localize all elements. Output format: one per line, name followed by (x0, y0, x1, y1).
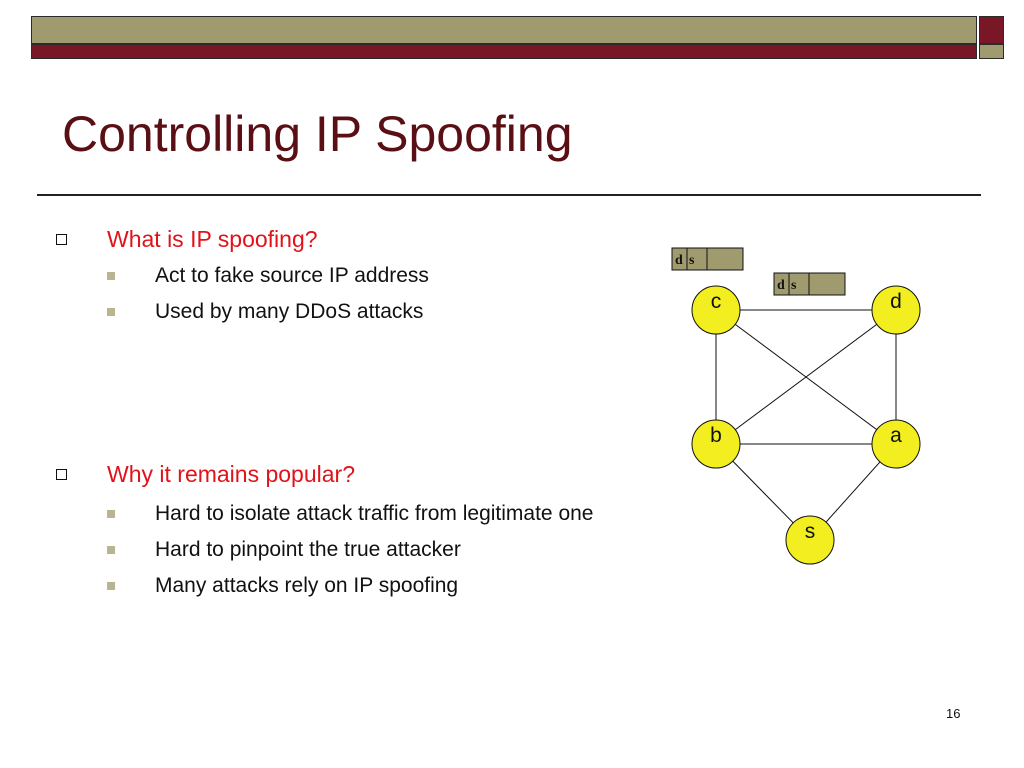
header-corner-maroon (979, 16, 1004, 44)
hollow-square-bullet-icon (56, 234, 67, 245)
node-circle (871, 285, 921, 335)
node-s: s (785, 515, 835, 565)
packet-2: d s (773, 272, 846, 296)
node-circle (691, 285, 741, 335)
packet-1-src-label: s (689, 253, 695, 268)
header-bar-olive (31, 16, 977, 44)
sub-bullet-text: Many attacks rely on IP spoofing (155, 574, 459, 597)
filled-square-bullet-icon (107, 510, 115, 518)
packet-1-dst-label: d (675, 253, 683, 268)
filled-square-bullet-icon (107, 272, 115, 280)
node-label: d (890, 290, 902, 313)
packet-1: d s (671, 247, 744, 271)
hollow-square-bullet-icon (56, 469, 67, 480)
node-label: b (710, 424, 722, 447)
node-label: s (805, 520, 816, 543)
diagram-nodes: c d b a s (691, 285, 921, 565)
sub-bullet-text: Act to fake source IP address (155, 264, 429, 287)
node-circle (691, 419, 741, 469)
sub-bullet-text: Hard to pinpoint the true attacker (155, 538, 461, 561)
filled-square-bullet-icon (107, 582, 115, 590)
filled-square-bullet-icon (107, 546, 115, 554)
node-circle (871, 419, 921, 469)
slide-title: Controlling IP Spoofing (62, 106, 573, 162)
page-number: 16 (946, 706, 961, 721)
bullet-heading: Why it remains popular? (107, 461, 355, 487)
diagram-edges (715, 309, 897, 541)
node-label: c (711, 290, 722, 313)
node-label: a (890, 424, 902, 447)
node-circle (785, 515, 835, 565)
bullet-heading: What is IP spoofing? (107, 226, 318, 252)
node-a: a (871, 419, 921, 469)
packet-2-src-label: s (791, 278, 797, 293)
header-corner-olive (979, 44, 1004, 59)
node-d: d (871, 285, 921, 335)
sub-bullet-text: Hard to isolate attack traffic from legi… (155, 502, 594, 525)
filled-square-bullet-icon (107, 308, 115, 316)
header-bar-maroon (31, 44, 977, 59)
title-divider (37, 194, 981, 196)
node-b: b (691, 419, 741, 469)
sub-bullet-text: Used by many DDoS attacks (155, 300, 424, 323)
bullet-list: What is IP spoofing? Act to fake source … (56, 226, 594, 597)
edge-d-b (715, 309, 897, 445)
packet-2-dst-label: d (777, 278, 785, 293)
node-c: c (691, 285, 741, 335)
